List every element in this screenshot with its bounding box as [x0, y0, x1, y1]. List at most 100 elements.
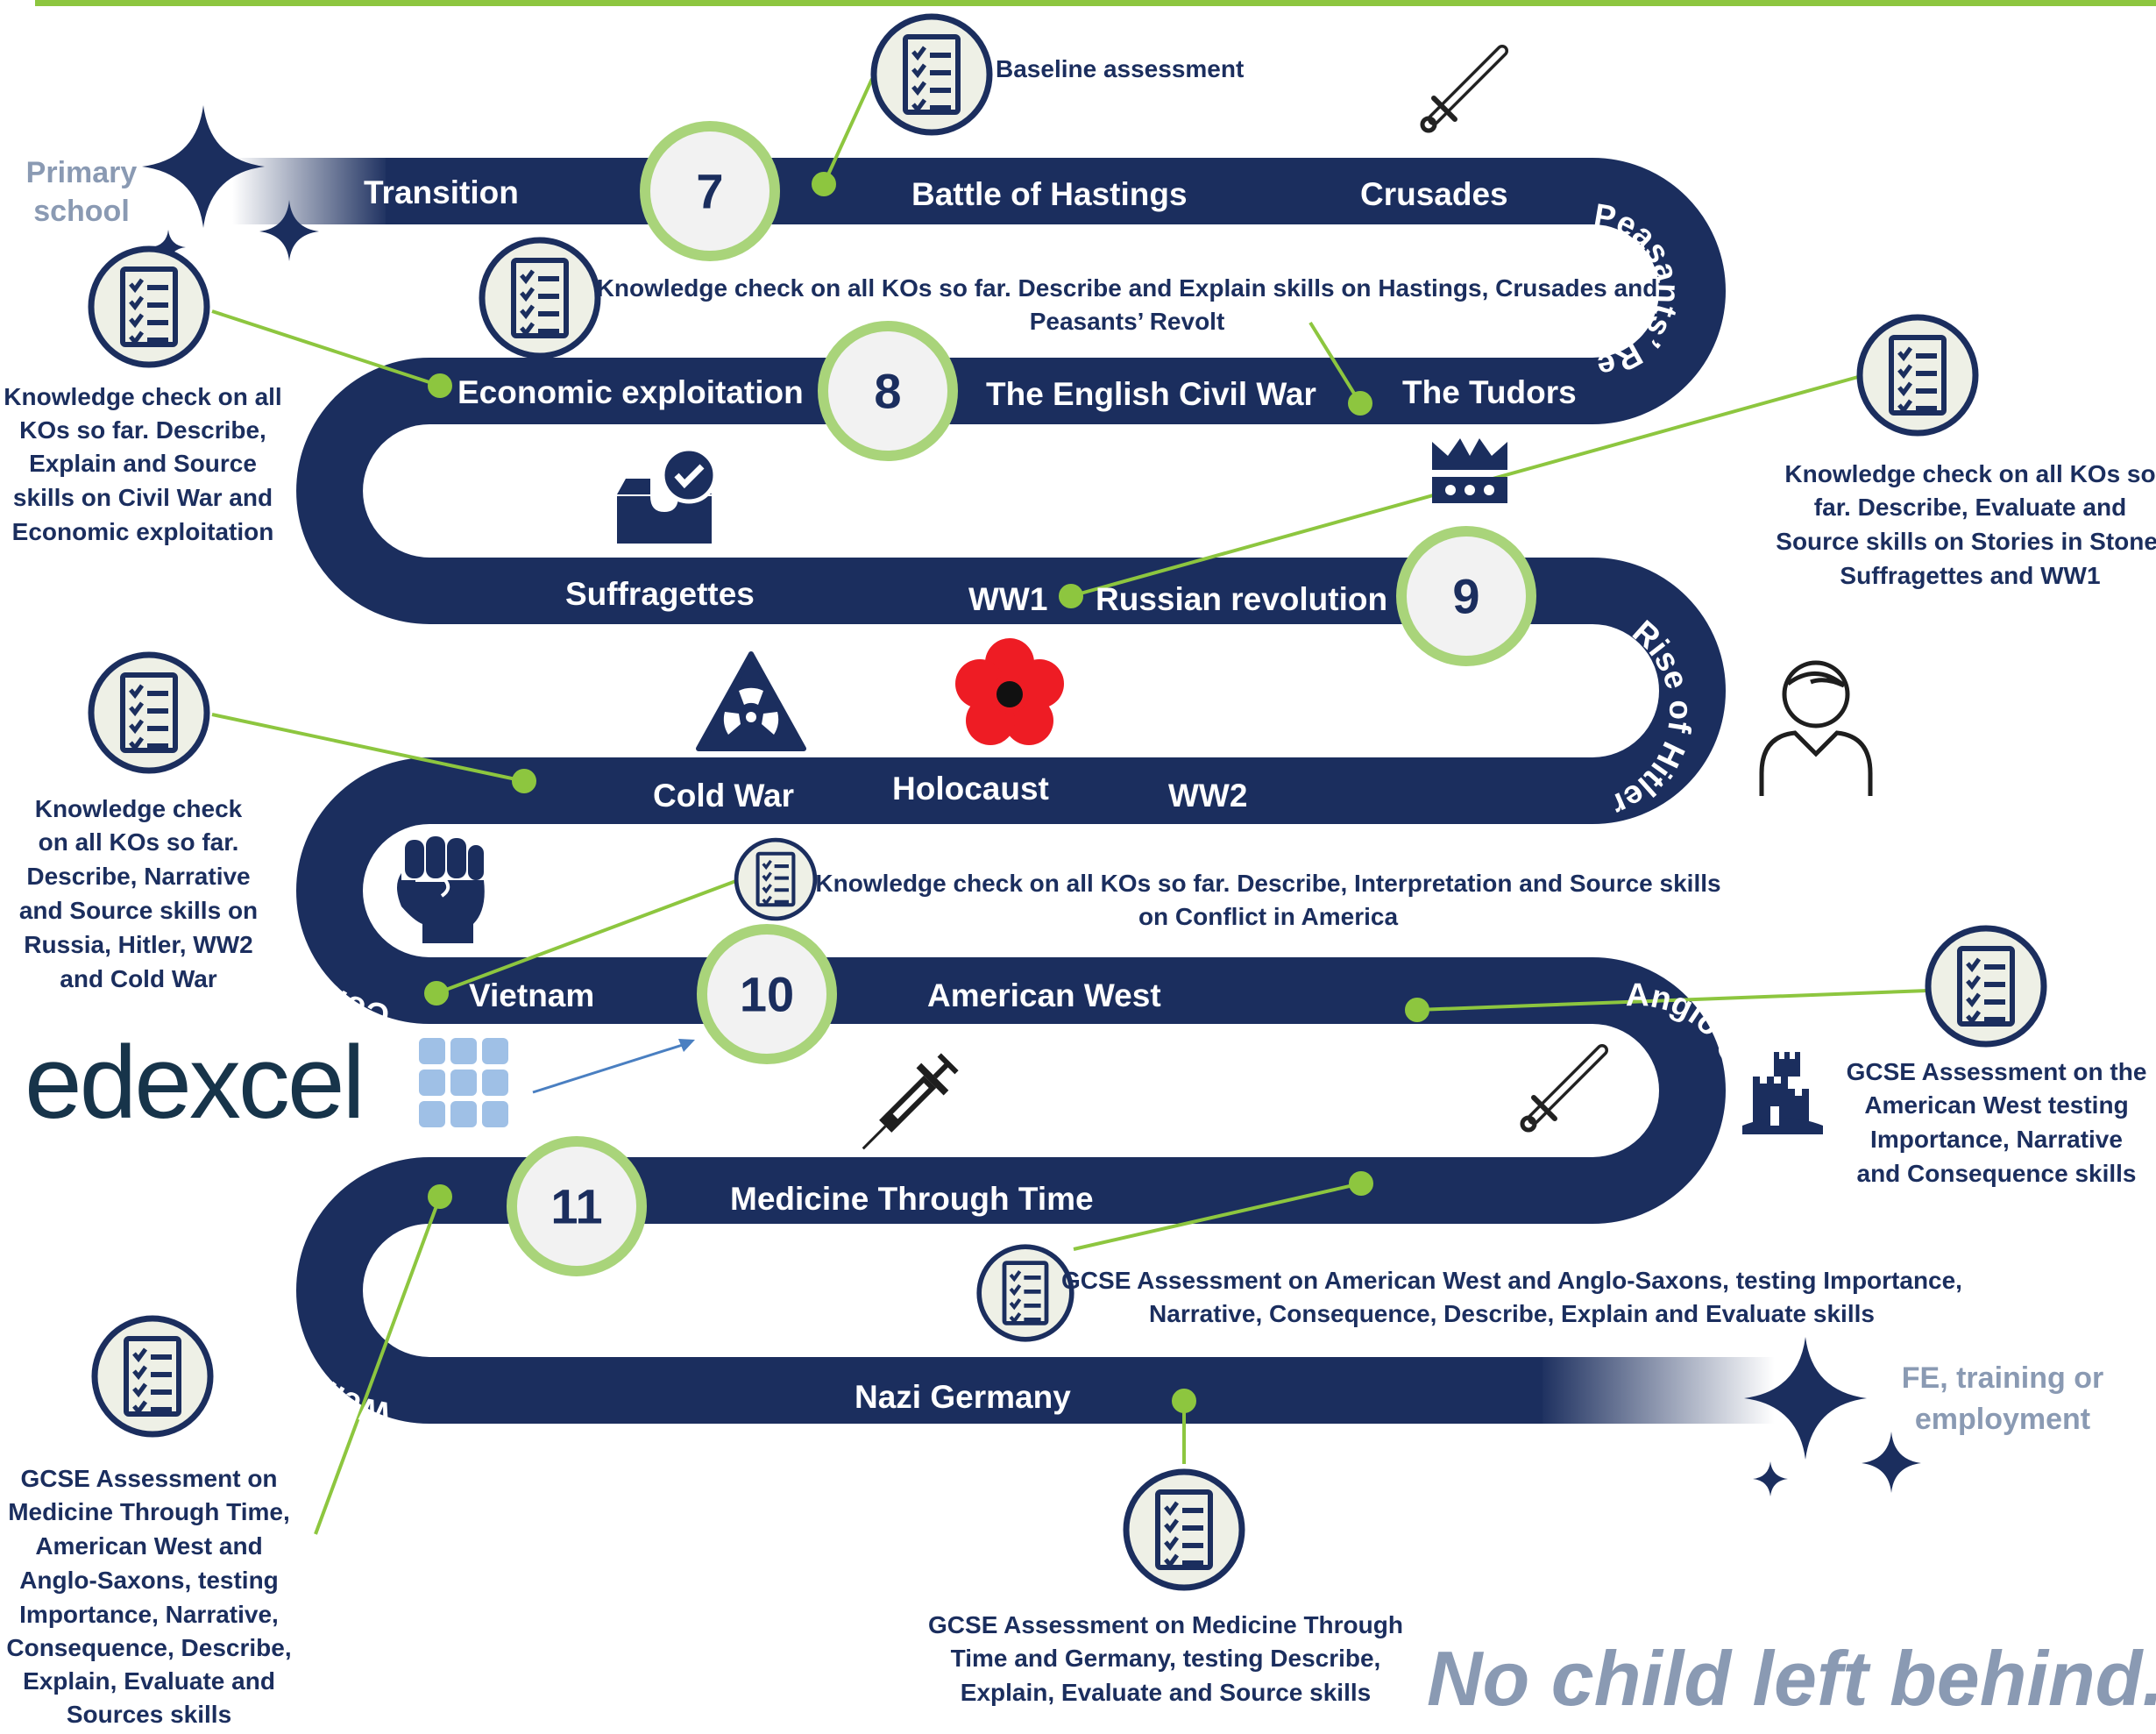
year-8-number: 8 [874, 364, 901, 419]
note-year9a-line-4: Suffragettes and WW1 [1840, 562, 2100, 589]
note-year8-line-2: KOs so far. Describe, [19, 416, 266, 444]
note-year11: GCSE Assessment on Medicine Through Time… [6, 1465, 291, 1728]
fist-icon [397, 836, 485, 943]
note-year11-line-3: American West and [35, 1532, 262, 1560]
year-8-marker: 8 [818, 321, 958, 461]
topic-cold-war: Cold War [653, 778, 794, 814]
start-label-line-1: Primary [26, 156, 138, 189]
note-year7-line-2: Peasants’ Revolt [1030, 308, 1225, 335]
topic-crusades: Crusades [1360, 176, 1508, 212]
person-icon [1759, 660, 1873, 796]
note-year7: Knowledge check on all KOs so far. Descr… [597, 274, 1658, 335]
year-7-marker: 7 [640, 121, 780, 261]
checklist-icon-america [736, 840, 815, 919]
note-west-line-3: Importance, Narrative [1870, 1126, 2123, 1153]
edexcel-logo: edexcel [25, 1025, 508, 1141]
note-year8-line-4: skills on Civil War and [13, 484, 273, 511]
note-west-line-2: American West testing [1864, 1091, 2128, 1119]
ballot-box-icon [617, 446, 718, 544]
note-west-anglo-line-1: GCSE Assessment on American West and Ang… [1061, 1267, 1962, 1294]
note-year8-line-3: Explain and Source [29, 450, 257, 477]
note-final-line-2: Time and Germany, testing Describe, [951, 1645, 1381, 1672]
note-year11-line-6: Consequence, Describe, [6, 1634, 291, 1661]
note-baseline: Baseline assessment [996, 55, 1244, 82]
note-year8: Knowledge check on all KOs so far. Descr… [4, 383, 281, 545]
checklist-icon-year7 [482, 240, 598, 356]
topic-nazi-germany: Nazi Germany [855, 1379, 1071, 1415]
topic-russian-revolution: Russian revolution [1096, 581, 1387, 617]
topic-ww1: WW1 [968, 581, 1047, 617]
note-year9b-line-2: on all KOs so far. [39, 828, 239, 856]
note-year9a-line-1: Knowledge check on all KOs so [1784, 460, 2155, 487]
motto: No child left behind. [1427, 1635, 2156, 1722]
note-year9b: Knowledge check on all KOs so far. Descr… [19, 795, 258, 992]
note-west-anglo-line-2: Narrative, Consequence, Describe, Explai… [1149, 1300, 1875, 1327]
checklist-icon-year8 [91, 249, 207, 365]
note-year11-line-1: GCSE Assessment on [20, 1465, 277, 1492]
castle-icon [1742, 1052, 1823, 1134]
topic-ww2: WW2 [1168, 778, 1247, 814]
checklist-icon-year9a [1860, 317, 1975, 433]
topic-suffragettes: Suffragettes [565, 576, 755, 612]
note-year11-line-5: Importance, Narrative, [19, 1601, 279, 1628]
topic-vietnam: Vietnam [469, 977, 594, 1013]
note-final: GCSE Assessment on Medicine Through Time… [928, 1611, 1403, 1706]
year-11-number: 11 [550, 1179, 602, 1234]
note-west: GCSE Assessment on the American West tes… [1847, 1058, 2147, 1187]
note-baseline-line: Baseline assessment [996, 55, 1244, 82]
edexcel-wordmark: edexcel [25, 1025, 363, 1141]
note-year9b-line-3: Describe, Narrative [26, 863, 250, 890]
topic-holocaust: Holocaust [892, 771, 1049, 807]
note-year7-line-1: Knowledge check on all KOs so far. Descr… [597, 274, 1658, 302]
note-year11-line-7: Explain, Evaluate and [23, 1667, 275, 1695]
sword-icon-anglo [1522, 1050, 1602, 1130]
year-9-number: 9 [1452, 569, 1479, 624]
edexcel-arrow [532, 1041, 689, 1094]
topic-transition: Transition [364, 174, 519, 210]
note-year9a: Knowledge check on all KOs so far. Descr… [1776, 460, 2156, 589]
topic-battle-of-hastings: Battle of Hastings [911, 176, 1188, 212]
topic-economic-exploitation: Economic exploitation [457, 374, 804, 410]
note-year9b-line-5: Russia, Hitler, WW2 [24, 931, 252, 958]
note-west-line-1: GCSE Assessment on the [1847, 1058, 2147, 1085]
year-9-marker: 9 [1396, 526, 1536, 666]
checklist-icon-west-anglo [979, 1247, 1072, 1340]
end-label-line-2: employment [1915, 1403, 2090, 1436]
note-final-line-1: GCSE Assessment on Medicine Through [928, 1611, 1403, 1638]
topic-medicine-through-time: Medicine Through Time [730, 1181, 1094, 1217]
note-year11-line-4: Anglo-Saxons, testing [19, 1567, 279, 1594]
note-america-line-1: Knowledge check on all KOs so far. Descr… [815, 870, 1720, 897]
note-year8-line-1: Knowledge check on all [4, 383, 281, 410]
poppy-icon [955, 638, 1064, 745]
syringe-icon [862, 1053, 959, 1150]
top-border [35, 0, 2156, 6]
topic-english-civil-war: The English Civil War [986, 376, 1316, 412]
radiation-hazard-icon [696, 651, 806, 751]
start-label-line-2: school [33, 195, 130, 228]
note-year11-line-8: Sources skills [67, 1701, 231, 1728]
checklist-icon-year9b [91, 655, 207, 771]
note-year8-line-5: Economic exploitation [12, 518, 274, 545]
checklist-icon-year11 [95, 1318, 210, 1434]
checklist-icon-west [1928, 928, 2044, 1044]
topic-american-west: American West [927, 977, 1161, 1013]
note-america: Knowledge check on all KOs so far. Descr… [815, 870, 1720, 930]
note-year9b-line-6: and Cold War [60, 965, 217, 992]
note-year9b-line-4: and Source skills on [19, 897, 258, 924]
year-10-marker: 10 [697, 924, 837, 1064]
year-7-number: 7 [696, 164, 723, 219]
note-west-anglo: GCSE Assessment on American West and Ang… [1061, 1267, 1962, 1327]
note-west-line-4: and Consequence skills [1857, 1160, 2137, 1187]
checklist-icon-final [1126, 1472, 1242, 1588]
sword-icon [1422, 51, 1502, 131]
edexcel-grid-icon [419, 1038, 508, 1127]
note-year9b-line-1: Knowledge check [35, 795, 243, 822]
checklist-icon-baseline [874, 17, 989, 132]
note-america-line-2: on Conflict in America [1138, 903, 1399, 930]
crown-icon [1432, 438, 1507, 503]
note-year9a-line-3: Source skills on Stories in Stone, [1776, 528, 2156, 555]
connector-lines [211, 78, 1929, 1535]
year-11-marker: 11 [507, 1136, 647, 1276]
note-year11-line-2: Medicine Through Time, [8, 1498, 290, 1525]
